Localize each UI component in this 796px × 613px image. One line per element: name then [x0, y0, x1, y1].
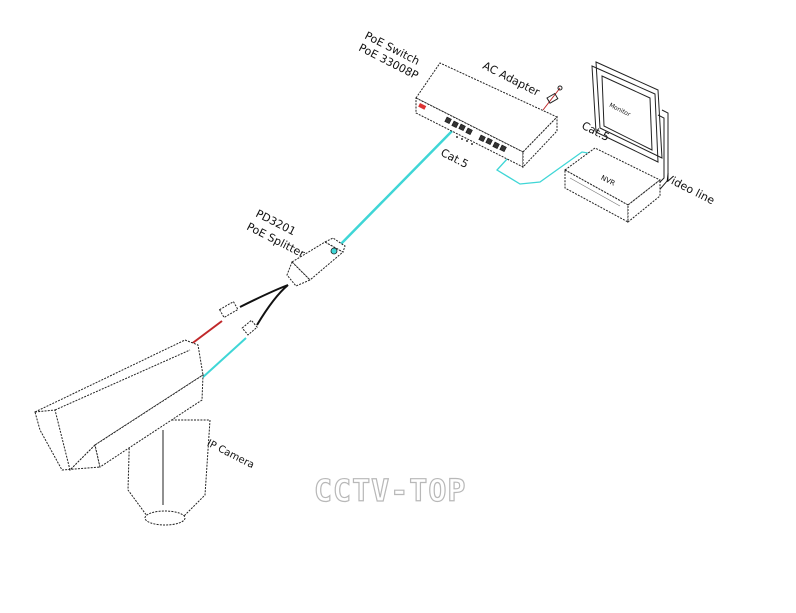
dc-connector: [218, 300, 239, 319]
switch-ports: [444, 116, 507, 153]
cat5-cable-switch-splitter: [334, 127, 456, 251]
watermark: CCTV-TOP: [313, 473, 467, 509]
splitter-black-cable-data: [256, 284, 289, 326]
cat5-cable-splitter-camera: [201, 337, 247, 379]
poe-splitter: [286, 237, 346, 287]
power-cable-red: [189, 320, 223, 346]
monitor: [591, 61, 669, 196]
ac-adapter: [542, 85, 563, 111]
ip-camera: [34, 339, 211, 526]
poe-switch: [415, 62, 558, 169]
splitter-black-cable-power: [239, 284, 289, 308]
nvr: [564, 147, 661, 224]
rj45-connector: [241, 319, 258, 336]
cat5-cable-switch-nvr: [495, 151, 601, 185]
